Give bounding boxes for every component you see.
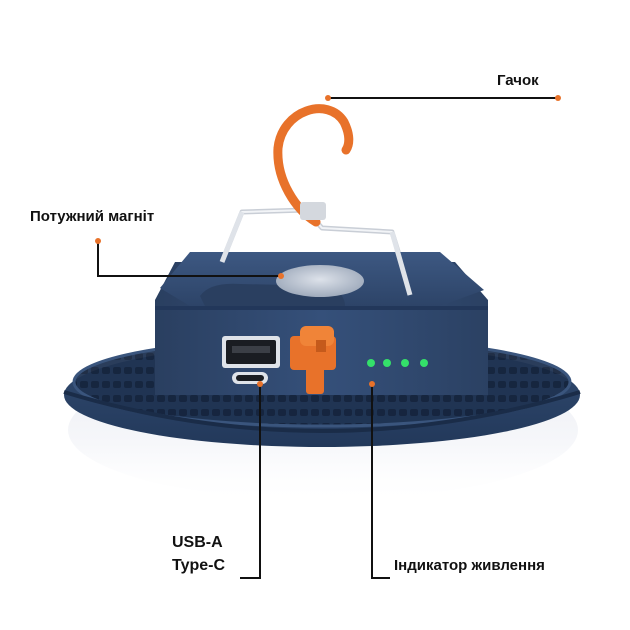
magnet-label: Потужний магніт bbox=[30, 208, 155, 225]
type-c-label: Type-C bbox=[172, 557, 226, 574]
hook-label: Гачок bbox=[497, 72, 539, 89]
leader-dots bbox=[95, 95, 561, 387]
magnet-leader bbox=[97, 241, 281, 277]
power-leader bbox=[371, 384, 390, 579]
led-4 bbox=[420, 359, 428, 367]
wire-handle-front bbox=[219, 211, 413, 296]
power-indicator-label: Індикатор живлення bbox=[394, 557, 545, 574]
usb-a-label: USB-A bbox=[172, 534, 223, 551]
usb-a-port bbox=[222, 336, 280, 368]
hook bbox=[273, 104, 354, 227]
led-1 bbox=[367, 359, 375, 367]
leader-lines bbox=[97, 97, 558, 579]
power-indicator-leds bbox=[367, 359, 428, 367]
port-plug bbox=[290, 326, 336, 394]
ports-leader bbox=[240, 384, 261, 579]
magnet-disc bbox=[276, 265, 364, 297]
led-2 bbox=[383, 359, 391, 367]
type-c-port bbox=[232, 372, 268, 384]
led-3 bbox=[401, 359, 409, 367]
